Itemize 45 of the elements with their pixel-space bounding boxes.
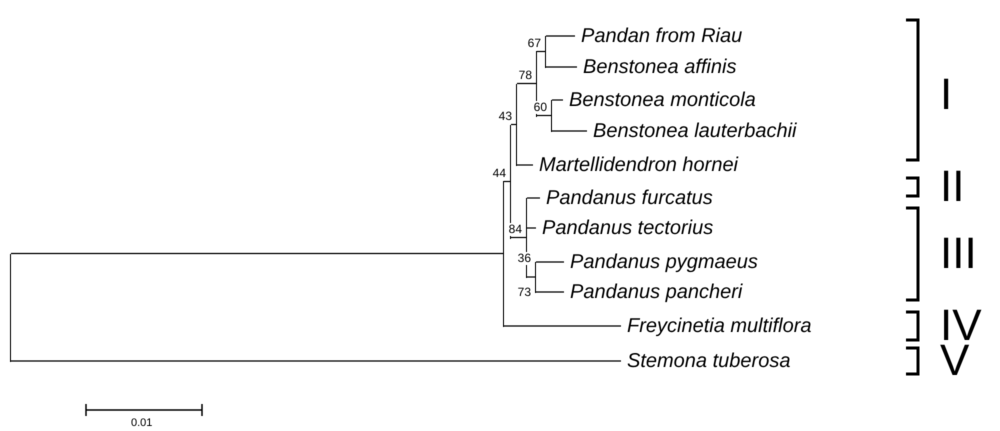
tree-branch — [552, 130, 587, 132]
taxon-name: Pandanus pygmaeus — [570, 251, 758, 273]
tree-branch — [536, 261, 564, 263]
bootstrap-value: 67 — [528, 36, 541, 50]
scale-label: 0.01 — [131, 417, 152, 429]
tree-branch — [546, 35, 575, 37]
taxon-name: Benstonea monticola — [569, 89, 756, 111]
taxon-name: Pandanus furcatus — [546, 187, 713, 209]
taxon-name: Benstonea lauterbachii — [593, 120, 796, 142]
bootstrap-value: 78 — [518, 68, 532, 82]
tree-branch — [546, 66, 577, 68]
bootstrap-value: 73 — [518, 286, 531, 299]
bootstrap-value: 84 — [508, 222, 522, 236]
taxon-name: Stemona tuberosa — [627, 350, 790, 372]
taxon-name: Freycinetia multiflora — [627, 315, 812, 337]
tree-branch — [11, 360, 621, 362]
branch-split-line — [551, 100, 552, 132]
tree-branch — [527, 197, 540, 199]
tree-branch — [511, 236, 526, 238]
tree-branch — [11, 252, 503, 254]
branch-split-line — [516, 84, 517, 166]
branch-split-line — [535, 262, 536, 293]
taxon-name: Benstonea affinis — [583, 56, 736, 78]
branch-split-line — [545, 36, 546, 68]
branch-split-line — [10, 254, 11, 362]
tree-branch — [552, 99, 563, 101]
branch-split-line — [503, 181, 504, 327]
tree-branch — [517, 82, 536, 84]
bootstrap-value: 44 — [492, 166, 506, 180]
bootstrap-value: 36 — [518, 252, 531, 265]
clade-numeral: III — [940, 232, 977, 276]
tree-branch — [536, 291, 564, 293]
tree-branch — [504, 325, 621, 327]
clade-numeral: I — [940, 73, 952, 117]
bootstrap-value: 60 — [534, 100, 547, 114]
taxon-name: Pandanus pancheri — [570, 281, 742, 303]
tree-branch — [517, 164, 533, 166]
taxon-name: Pandan from Riau — [581, 25, 742, 47]
branch-split-line — [510, 125, 511, 239]
branch-split-line — [526, 198, 527, 278]
clade-numeral: II — [940, 165, 964, 209]
taxon-name: Pandanus tectorius — [542, 217, 714, 239]
taxon-name: Martellidendron hornei — [539, 154, 738, 176]
tree-branch — [537, 114, 551, 116]
bootstrap-value: 43 — [498, 110, 512, 122]
